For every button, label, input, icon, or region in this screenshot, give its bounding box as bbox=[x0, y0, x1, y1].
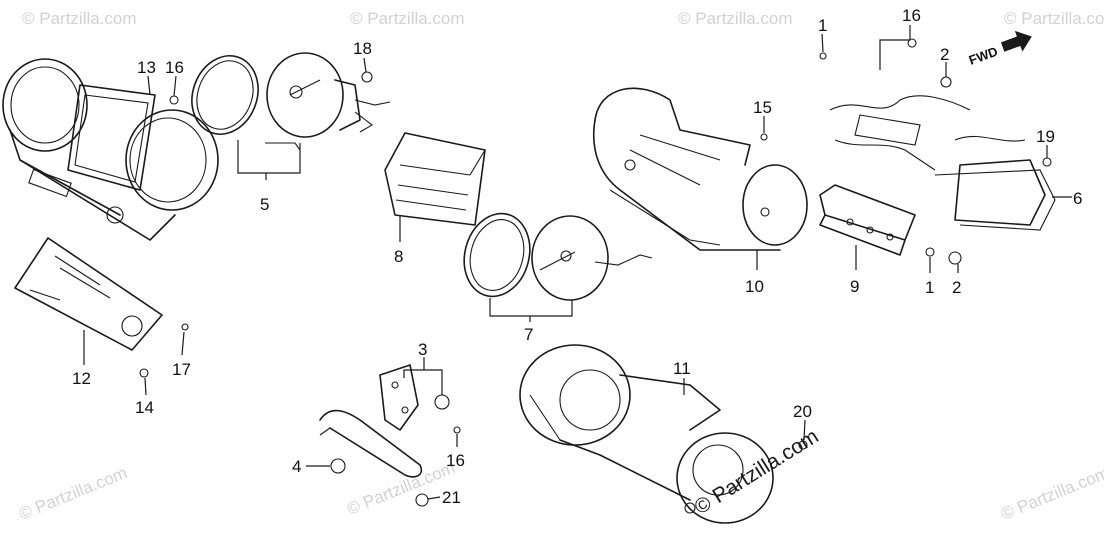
center-watermark: © Partzilla.com bbox=[690, 425, 822, 519]
callout: 15 bbox=[753, 98, 772, 117]
callout: 4 bbox=[292, 457, 301, 476]
watermark: © Partzilla.com bbox=[1004, 9, 1104, 28]
callout: 7 bbox=[524, 325, 533, 344]
fwd-arrow-icon bbox=[1000, 30, 1032, 52]
part-12-lower-panel bbox=[14, 237, 163, 351]
fasteners bbox=[139, 38, 1052, 450]
watermark: © Partzilla.com bbox=[22, 9, 137, 28]
callout: 20 bbox=[793, 402, 812, 421]
callout: 16 bbox=[902, 6, 921, 25]
callout: 2 bbox=[940, 45, 949, 64]
callout: 2 bbox=[952, 278, 961, 297]
watermark-layer: © Partzilla.com © Partzilla.com © Partzi… bbox=[16, 9, 1104, 524]
callout: 14 bbox=[135, 398, 154, 417]
watermark: © Partzilla.com bbox=[678, 9, 793, 28]
callout: 16 bbox=[446, 451, 465, 470]
callout: 11 bbox=[673, 359, 691, 378]
fwd-arrow: FWD bbox=[967, 30, 1032, 68]
callout: 12 bbox=[72, 369, 91, 388]
callout: 18 bbox=[353, 39, 372, 58]
leader-lines bbox=[83, 25, 1072, 500]
watermark: © Partzilla.com bbox=[998, 463, 1104, 524]
callout: 5 bbox=[260, 195, 269, 214]
callout: 9 bbox=[850, 277, 859, 296]
callout: 13 bbox=[137, 58, 156, 77]
callout: 16 bbox=[165, 58, 184, 77]
callout: 3 bbox=[418, 340, 427, 359]
callout: 1 bbox=[925, 278, 934, 297]
part-3-bracket bbox=[319, 364, 450, 507]
watermark: © Partzilla.com bbox=[350, 9, 465, 28]
callout: 10 bbox=[745, 277, 764, 296]
callout: 21 bbox=[442, 488, 461, 507]
watermark: © Partzilla.com bbox=[16, 463, 129, 524]
part-7-speedometer bbox=[463, 212, 653, 301]
part-10-meter-case bbox=[592, 87, 808, 251]
callout: 6 bbox=[1073, 189, 1082, 208]
callout: 1 bbox=[818, 16, 827, 35]
callout-labels: 1 1 2 2 3 4 5 6 7 8 9 10 11 12 13 14 15 … bbox=[72, 6, 1082, 507]
part-13-meter-cover bbox=[2, 58, 219, 241]
callout: 17 bbox=[172, 360, 191, 379]
callout: 19 bbox=[1036, 127, 1055, 146]
callout: 8 bbox=[394, 247, 403, 266]
fwd-label: FWD bbox=[967, 44, 1000, 68]
part-8-indicator-box bbox=[384, 132, 486, 226]
part-9-bracket-harness bbox=[819, 95, 1056, 256]
watermark: © Partzilla.com bbox=[344, 458, 457, 519]
part-5-tachometer bbox=[191, 52, 391, 151]
part-11-lower-case bbox=[519, 344, 774, 524]
